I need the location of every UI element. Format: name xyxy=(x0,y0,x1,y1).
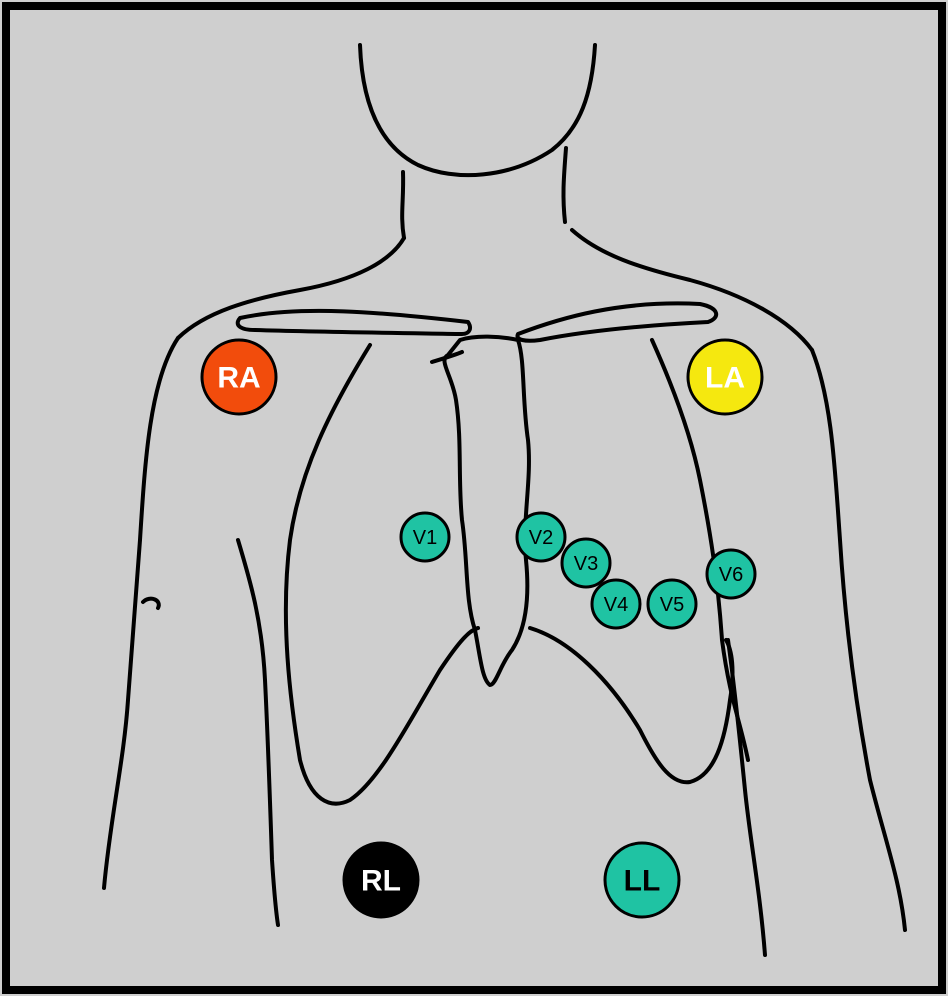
electrode-la-label: LA xyxy=(705,362,745,395)
electrode-ra: RA xyxy=(202,340,276,414)
electrode-v4: V4 xyxy=(592,580,640,628)
electrode-v5-label: V5 xyxy=(660,594,684,616)
electrode-v6-label: V6 xyxy=(719,564,743,586)
electrode-la: LA xyxy=(688,340,762,414)
electrode-v2: V2 xyxy=(517,513,565,561)
electrode-v6: V6 xyxy=(707,550,755,598)
electrode-ll-label: LL xyxy=(624,865,661,898)
electrode-rl-label: RL xyxy=(361,865,401,898)
electrode-rl: RL xyxy=(344,843,418,917)
electrode-v5: V5 xyxy=(648,580,696,628)
electrode-v1-label: V1 xyxy=(413,527,437,549)
electrode-v2-label: V2 xyxy=(529,527,553,549)
electrode-v4-label: V4 xyxy=(604,594,628,616)
neck-left xyxy=(402,172,404,238)
electrode-v3: V3 xyxy=(562,539,610,587)
electrode-ra-label: RA xyxy=(217,362,260,395)
neck-right xyxy=(563,148,566,222)
electrode-v1: V1 xyxy=(401,513,449,561)
electrode-v3-label: V3 xyxy=(574,553,598,575)
electrode-ll: LL xyxy=(605,843,679,917)
